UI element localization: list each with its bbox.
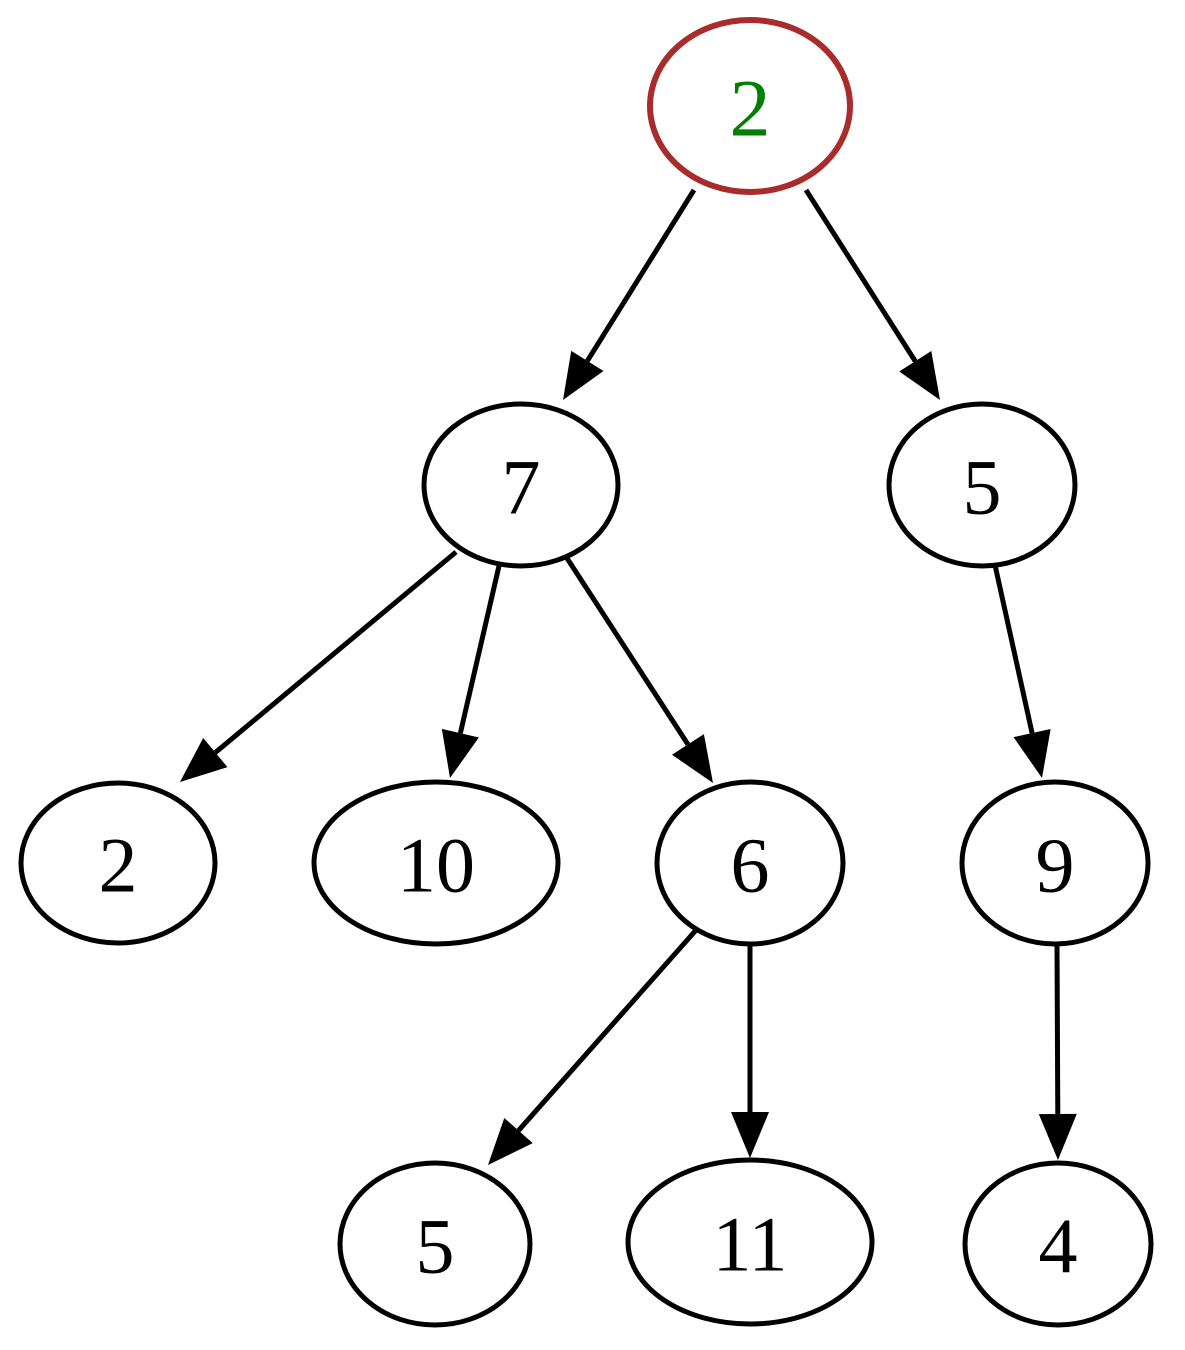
root-node-circle[interactable] <box>647 17 853 195</box>
arrowhead-icon <box>488 1117 533 1165</box>
node-label: 2 <box>99 822 138 909</box>
edge-line <box>560 550 691 746</box>
edge-line <box>585 188 697 363</box>
graph-node-n6[interactable]: 9 <box>959 779 1151 947</box>
node-label: 11 <box>712 1201 787 1288</box>
node-label: 7 <box>502 444 541 531</box>
node-label: 10 <box>397 822 475 909</box>
nodes-layer: 2 7 5 2 10 6 9 5 11 4 <box>18 17 1154 1328</box>
edges-layer <box>180 188 1077 1165</box>
graph-node-n4[interactable]: 10 <box>311 779 561 947</box>
node-label: 6 <box>731 822 770 909</box>
node-circle[interactable] <box>421 401 621 569</box>
edge-2-to-7 <box>563 188 697 400</box>
graph-node-n3[interactable]: 2 <box>18 780 218 946</box>
arrowhead-icon <box>1038 1113 1077 1160</box>
edge-line <box>213 550 458 755</box>
edge-line <box>1054 943 1061 1115</box>
node-circle[interactable] <box>625 1157 875 1327</box>
graph-node-n1[interactable]: 7 <box>421 401 621 569</box>
node-circle[interactable] <box>962 1160 1154 1328</box>
arrowhead-icon <box>672 734 713 783</box>
edge-7-to-2 <box>180 550 458 782</box>
graph-node-n5[interactable]: 6 <box>654 779 846 947</box>
arrowhead-icon <box>180 737 228 782</box>
node-label: 5 <box>963 444 1002 531</box>
arrowhead-icon <box>899 351 940 400</box>
arrowhead-icon <box>563 350 604 400</box>
edge-7-to-10 <box>441 565 502 778</box>
graph-node-n7[interactable]: 5 <box>337 1160 533 1328</box>
edge-2-to-5 <box>803 188 940 400</box>
edge-9-to-4 <box>1038 943 1077 1160</box>
edge-5-to-9 <box>992 564 1051 778</box>
node-label: 2 <box>730 63 771 154</box>
edge-6-to-11 <box>731 944 769 1158</box>
node-label: 9 <box>1036 822 1075 909</box>
graph-node-n0[interactable]: 2 <box>647 17 853 195</box>
node-circle[interactable] <box>18 780 218 946</box>
node-circle[interactable] <box>337 1160 533 1328</box>
node-circle[interactable] <box>886 401 1078 569</box>
node-label: 5 <box>416 1203 455 1290</box>
edge-line <box>992 564 1035 734</box>
edge-line <box>457 565 502 734</box>
node-label: 4 <box>1039 1203 1078 1290</box>
arrowhead-icon <box>731 1112 769 1158</box>
edge-7-to-6 <box>560 550 713 783</box>
node-circle[interactable] <box>311 779 561 947</box>
edge-line <box>803 188 918 363</box>
edge-line <box>516 927 699 1133</box>
node-circle[interactable] <box>654 779 846 947</box>
graph-node-n8[interactable]: 11 <box>625 1157 875 1327</box>
node-circle[interactable] <box>959 779 1151 947</box>
edge-6-to-5 <box>488 927 699 1165</box>
arrowhead-icon <box>441 728 479 778</box>
graph-node-n9[interactable]: 4 <box>962 1160 1154 1328</box>
arrowhead-icon <box>1013 728 1051 778</box>
graph-node-n2[interactable]: 5 <box>886 401 1078 569</box>
